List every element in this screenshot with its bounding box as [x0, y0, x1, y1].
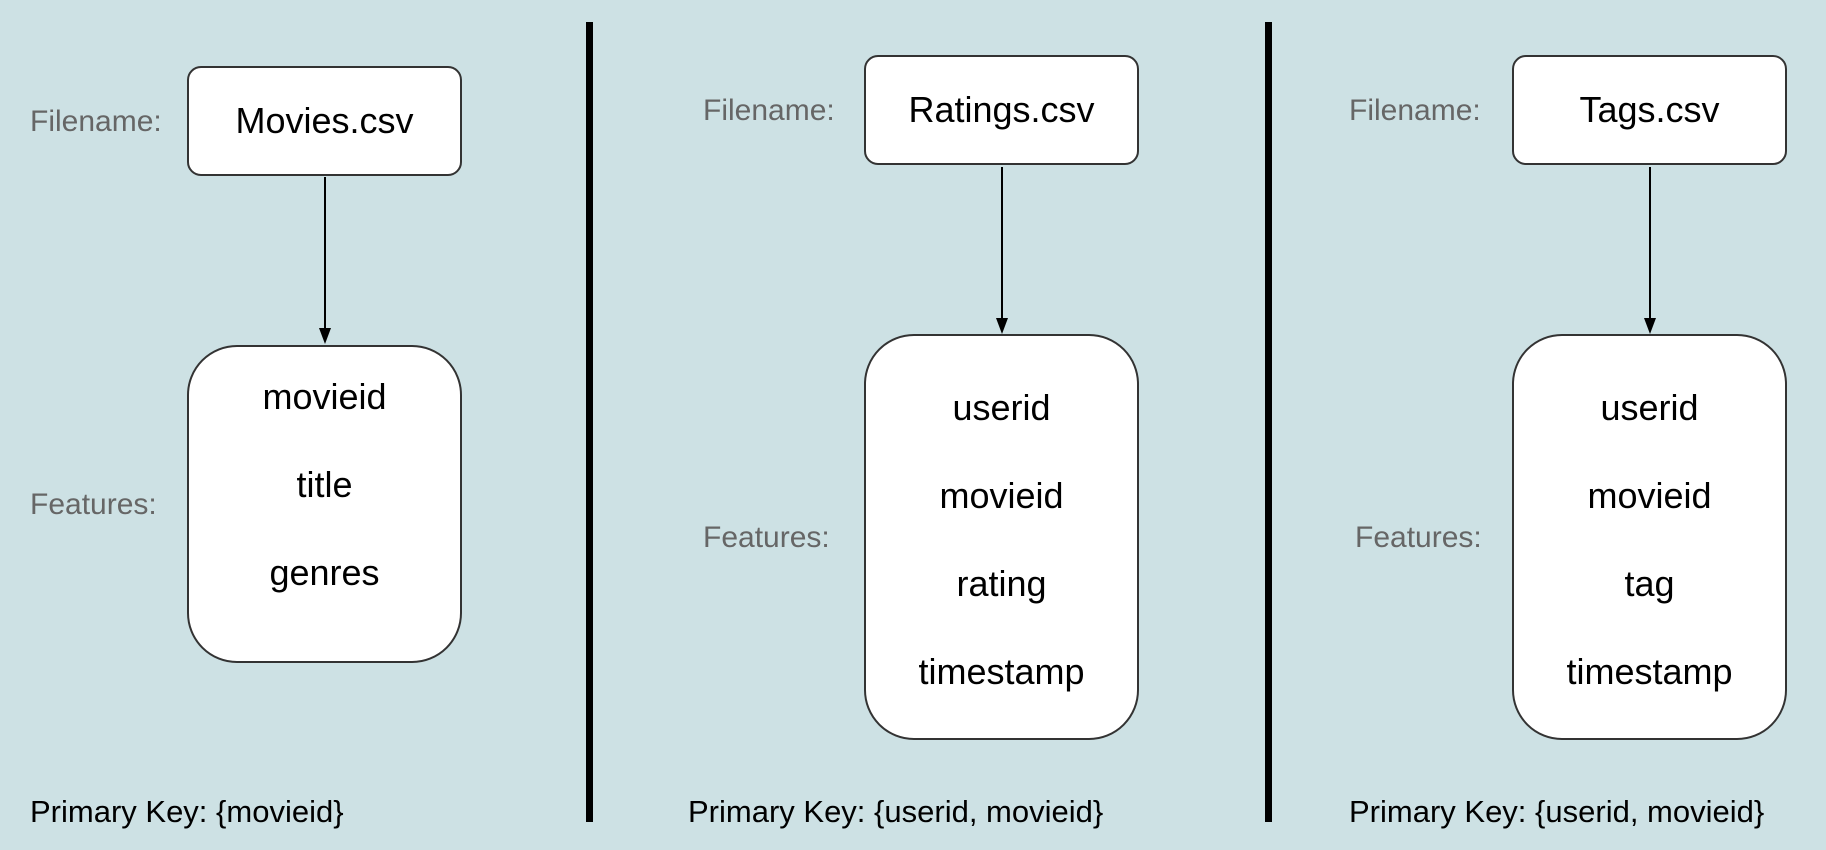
- features-box-ratings: userid movieid rating timestamp: [864, 334, 1139, 740]
- arrowhead-ratings: [996, 318, 1008, 334]
- file-box-tags: Tags.csv: [1512, 55, 1787, 165]
- feature-item: genres: [269, 552, 380, 593]
- features-label: Features:: [30, 488, 157, 521]
- filename-label: Filename:: [1349, 94, 1481, 127]
- panel-divider: [1265, 22, 1272, 822]
- features-label: Features:: [1355, 521, 1482, 554]
- arrowhead-tags: [1644, 318, 1656, 334]
- file-box-ratings: Ratings.csv: [864, 55, 1139, 165]
- features-box-tags: userid movieid tag timestamp: [1512, 334, 1787, 740]
- file-name-movies: Movies.csv: [235, 100, 414, 141]
- file-name-ratings: Ratings.csv: [908, 89, 1095, 130]
- feature-item: timestamp: [1566, 651, 1733, 692]
- primary-key-ratings: Primary Key: {userid, movieid}: [688, 794, 1104, 829]
- feature-item: userid: [952, 387, 1051, 428]
- features-box-movies: movieid title genres: [187, 345, 462, 663]
- feature-item: movieid: [939, 475, 1064, 516]
- feature-item: title: [296, 464, 353, 505]
- feature-item: movieid: [262, 376, 387, 417]
- filename-label: Filename:: [703, 94, 835, 127]
- primary-key-movies: Primary Key: {movieid}: [30, 794, 344, 829]
- primary-key-tags: Primary Key: {userid, movieid}: [1349, 794, 1765, 829]
- feature-item: userid: [1600, 387, 1699, 428]
- arrowhead-movies: [319, 328, 331, 344]
- features-label: Features:: [703, 521, 830, 554]
- file-box-movies: Movies.csv: [187, 66, 462, 176]
- feature-item: rating: [956, 563, 1047, 604]
- file-name-tags: Tags.csv: [1579, 89, 1720, 130]
- feature-item: timestamp: [918, 651, 1085, 692]
- feature-item: movieid: [1587, 475, 1712, 516]
- feature-item: tag: [1624, 563, 1675, 604]
- filename-label: Filename:: [30, 105, 162, 138]
- panel-divider: [586, 22, 593, 822]
